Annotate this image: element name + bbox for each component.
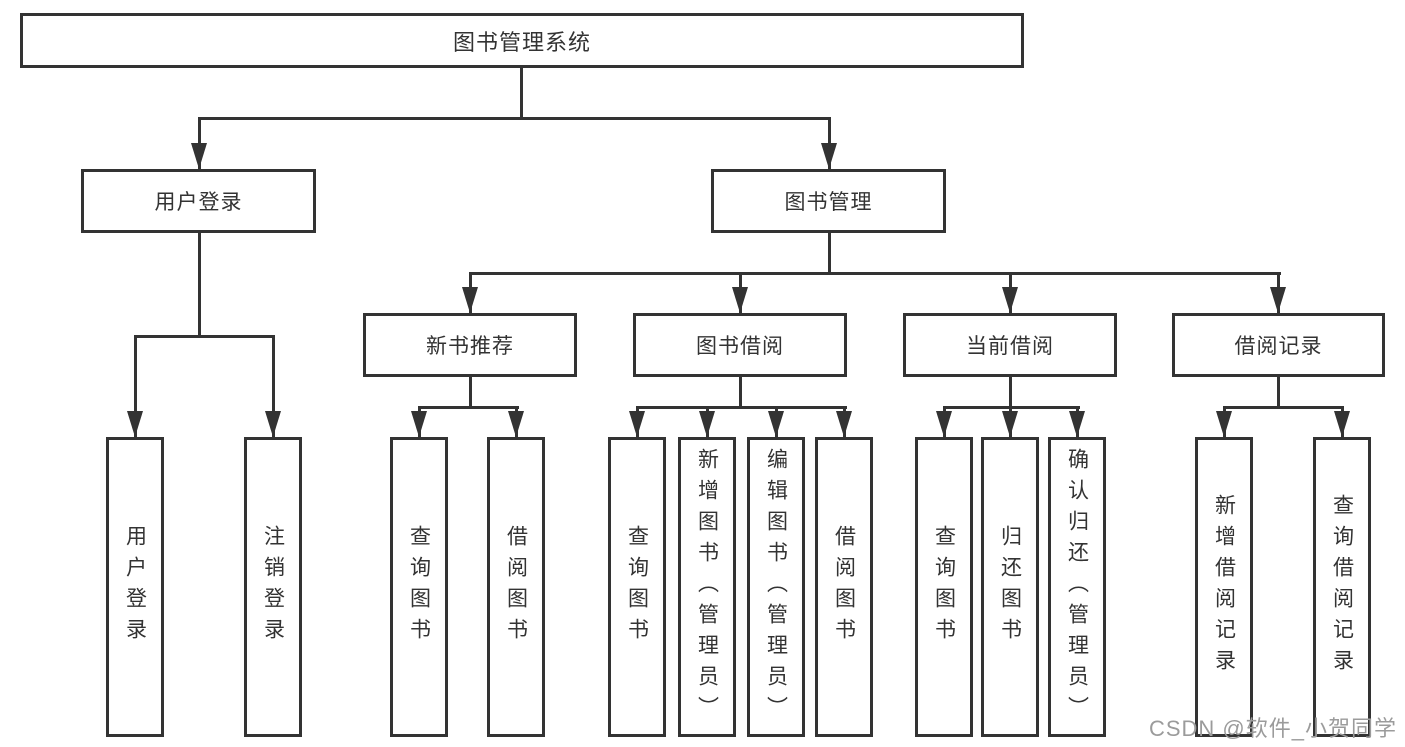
connector-line	[418, 406, 519, 409]
arrow-down-icon	[936, 411, 952, 437]
csdn-watermark: CSDN @软件_小贺同学	[1148, 716, 1397, 741]
node-current-borrowing: 当前借阅	[903, 313, 1117, 377]
arrow-down-icon	[265, 411, 281, 437]
leaf-add-borrow-record: 新增借阅记录	[1195, 437, 1253, 737]
connector-line	[272, 335, 275, 437]
arrow-down-icon	[699, 411, 715, 437]
arrow-down-icon	[1334, 411, 1350, 437]
leaf-search-borrow-record: 查询借阅记录	[1313, 437, 1371, 737]
connector-line	[636, 406, 847, 409]
leaf-return-books: 归还图书	[981, 437, 1039, 737]
node-new-book-recommendation: 新书推荐	[363, 313, 577, 377]
connector-line	[1277, 377, 1280, 406]
leaf-user-login: 用户登录	[106, 437, 164, 737]
connector-line	[198, 117, 831, 120]
leaf-logout: 注销登录	[244, 437, 302, 737]
arrow-down-icon	[629, 411, 645, 437]
connector-line	[739, 377, 742, 406]
leaf-borrow-books-borrowing: 借阅图书	[815, 437, 873, 737]
connector-line	[198, 233, 201, 335]
leaf-confirm-return-admin: 确认归还（管理员）	[1048, 437, 1106, 737]
arrow-down-icon	[768, 411, 784, 437]
leaf-add-book-admin: 新增图书（管理员）	[678, 437, 736, 737]
connector-line	[828, 233, 831, 272]
arrow-down-icon	[1270, 287, 1286, 313]
arrow-down-icon	[1002, 411, 1018, 437]
leaf-search-books-borrowing: 查询图书	[608, 437, 666, 737]
leaf-search-books-recommend: 查询图书	[390, 437, 448, 737]
arrow-down-icon	[1216, 411, 1232, 437]
arrow-down-icon	[1069, 411, 1085, 437]
leaf-search-books-current: 查询图书	[915, 437, 973, 737]
node-borrowing-records: 借阅记录	[1172, 313, 1385, 377]
leaf-borrow-books-recommend: 借阅图书	[487, 437, 545, 737]
node-user-login: 用户登录	[81, 169, 316, 233]
connector-line	[469, 377, 472, 406]
connector-line	[1009, 377, 1012, 406]
arrow-down-icon	[836, 411, 852, 437]
connector-line	[134, 335, 275, 338]
leaf-edit-book-admin: 编辑图书（管理员）	[747, 437, 805, 737]
connector-line	[520, 68, 523, 117]
arrow-down-icon	[732, 287, 748, 313]
node-book-management: 图书管理	[711, 169, 946, 233]
arrow-down-icon	[127, 411, 143, 437]
arrow-down-icon	[462, 287, 478, 313]
connector-line	[469, 272, 1281, 275]
arrow-down-icon	[1002, 287, 1018, 313]
node-book-borrowing: 图书借阅	[633, 313, 847, 377]
arrow-down-icon	[508, 411, 524, 437]
connector-line	[1223, 406, 1344, 409]
connector-line	[134, 335, 137, 437]
arrow-down-icon	[821, 143, 837, 169]
node-library-management-system: 图书管理系统	[20, 13, 1024, 68]
arrow-down-icon	[191, 143, 207, 169]
arrow-down-icon	[411, 411, 427, 437]
